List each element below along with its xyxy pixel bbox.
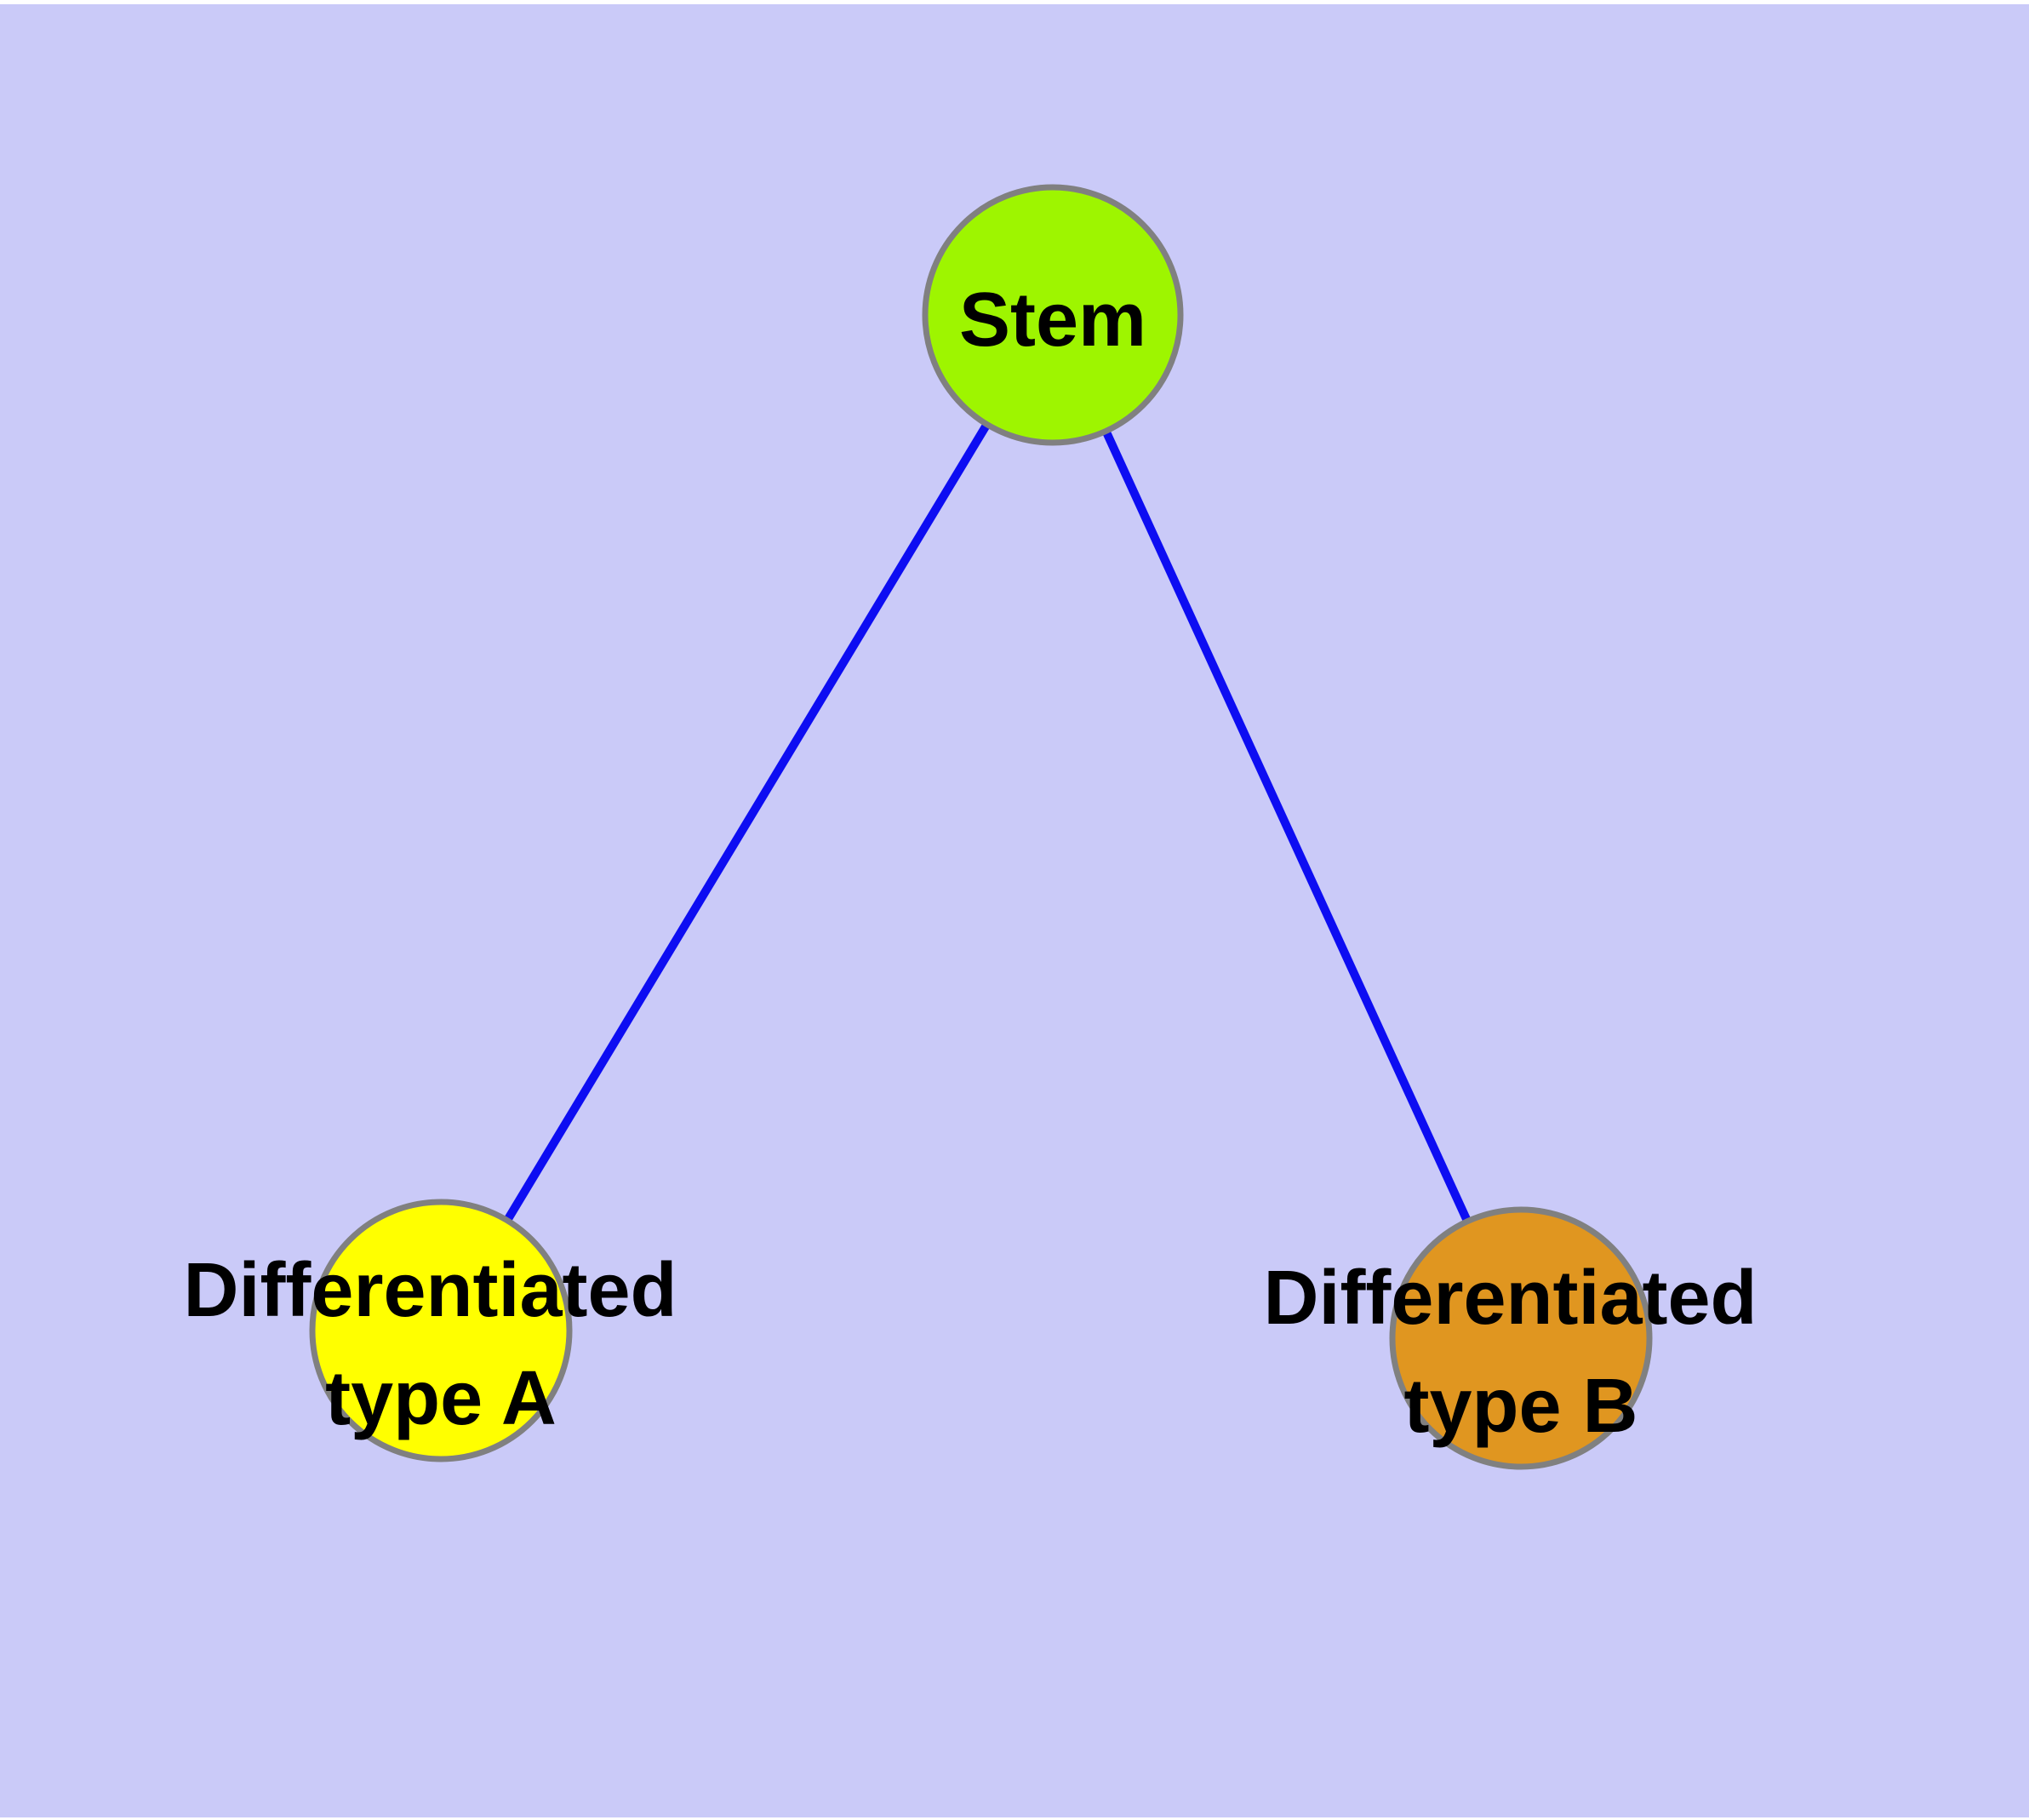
node-differentiated-type-a-label: Differentiated type A bbox=[183, 1248, 698, 1441]
node-differentiated-type-a-circle[interactable] bbox=[309, 1199, 573, 1462]
node-differentiated-type-a-label-line1: Differentiated bbox=[183, 1248, 677, 1333]
node-differentiated-type-b-label-line2: type B bbox=[1403, 1364, 1637, 1449]
edge-stem-to-type-a bbox=[437, 312, 1057, 1333]
node-differentiated-type-b[interactable]: Differentiated type B bbox=[1263, 1206, 1778, 1470]
node-stem[interactable]: Stem bbox=[922, 184, 1184, 446]
node-differentiated-type-b-label: Differentiated type B bbox=[1263, 1256, 1778, 1449]
node-differentiated-type-b-label-line1: Differentiated bbox=[1263, 1256, 1757, 1341]
node-stem-label: Stem bbox=[959, 278, 1146, 363]
node-differentiated-type-a-label-line2: type A bbox=[325, 1356, 557, 1441]
node-differentiated-type-b-circle[interactable] bbox=[1389, 1206, 1653, 1470]
node-stem-circle[interactable] bbox=[922, 184, 1184, 446]
node-differentiated-type-a[interactable]: Differentiated type A bbox=[183, 1199, 698, 1462]
edge-stem-to-type-b bbox=[1049, 312, 1525, 1341]
